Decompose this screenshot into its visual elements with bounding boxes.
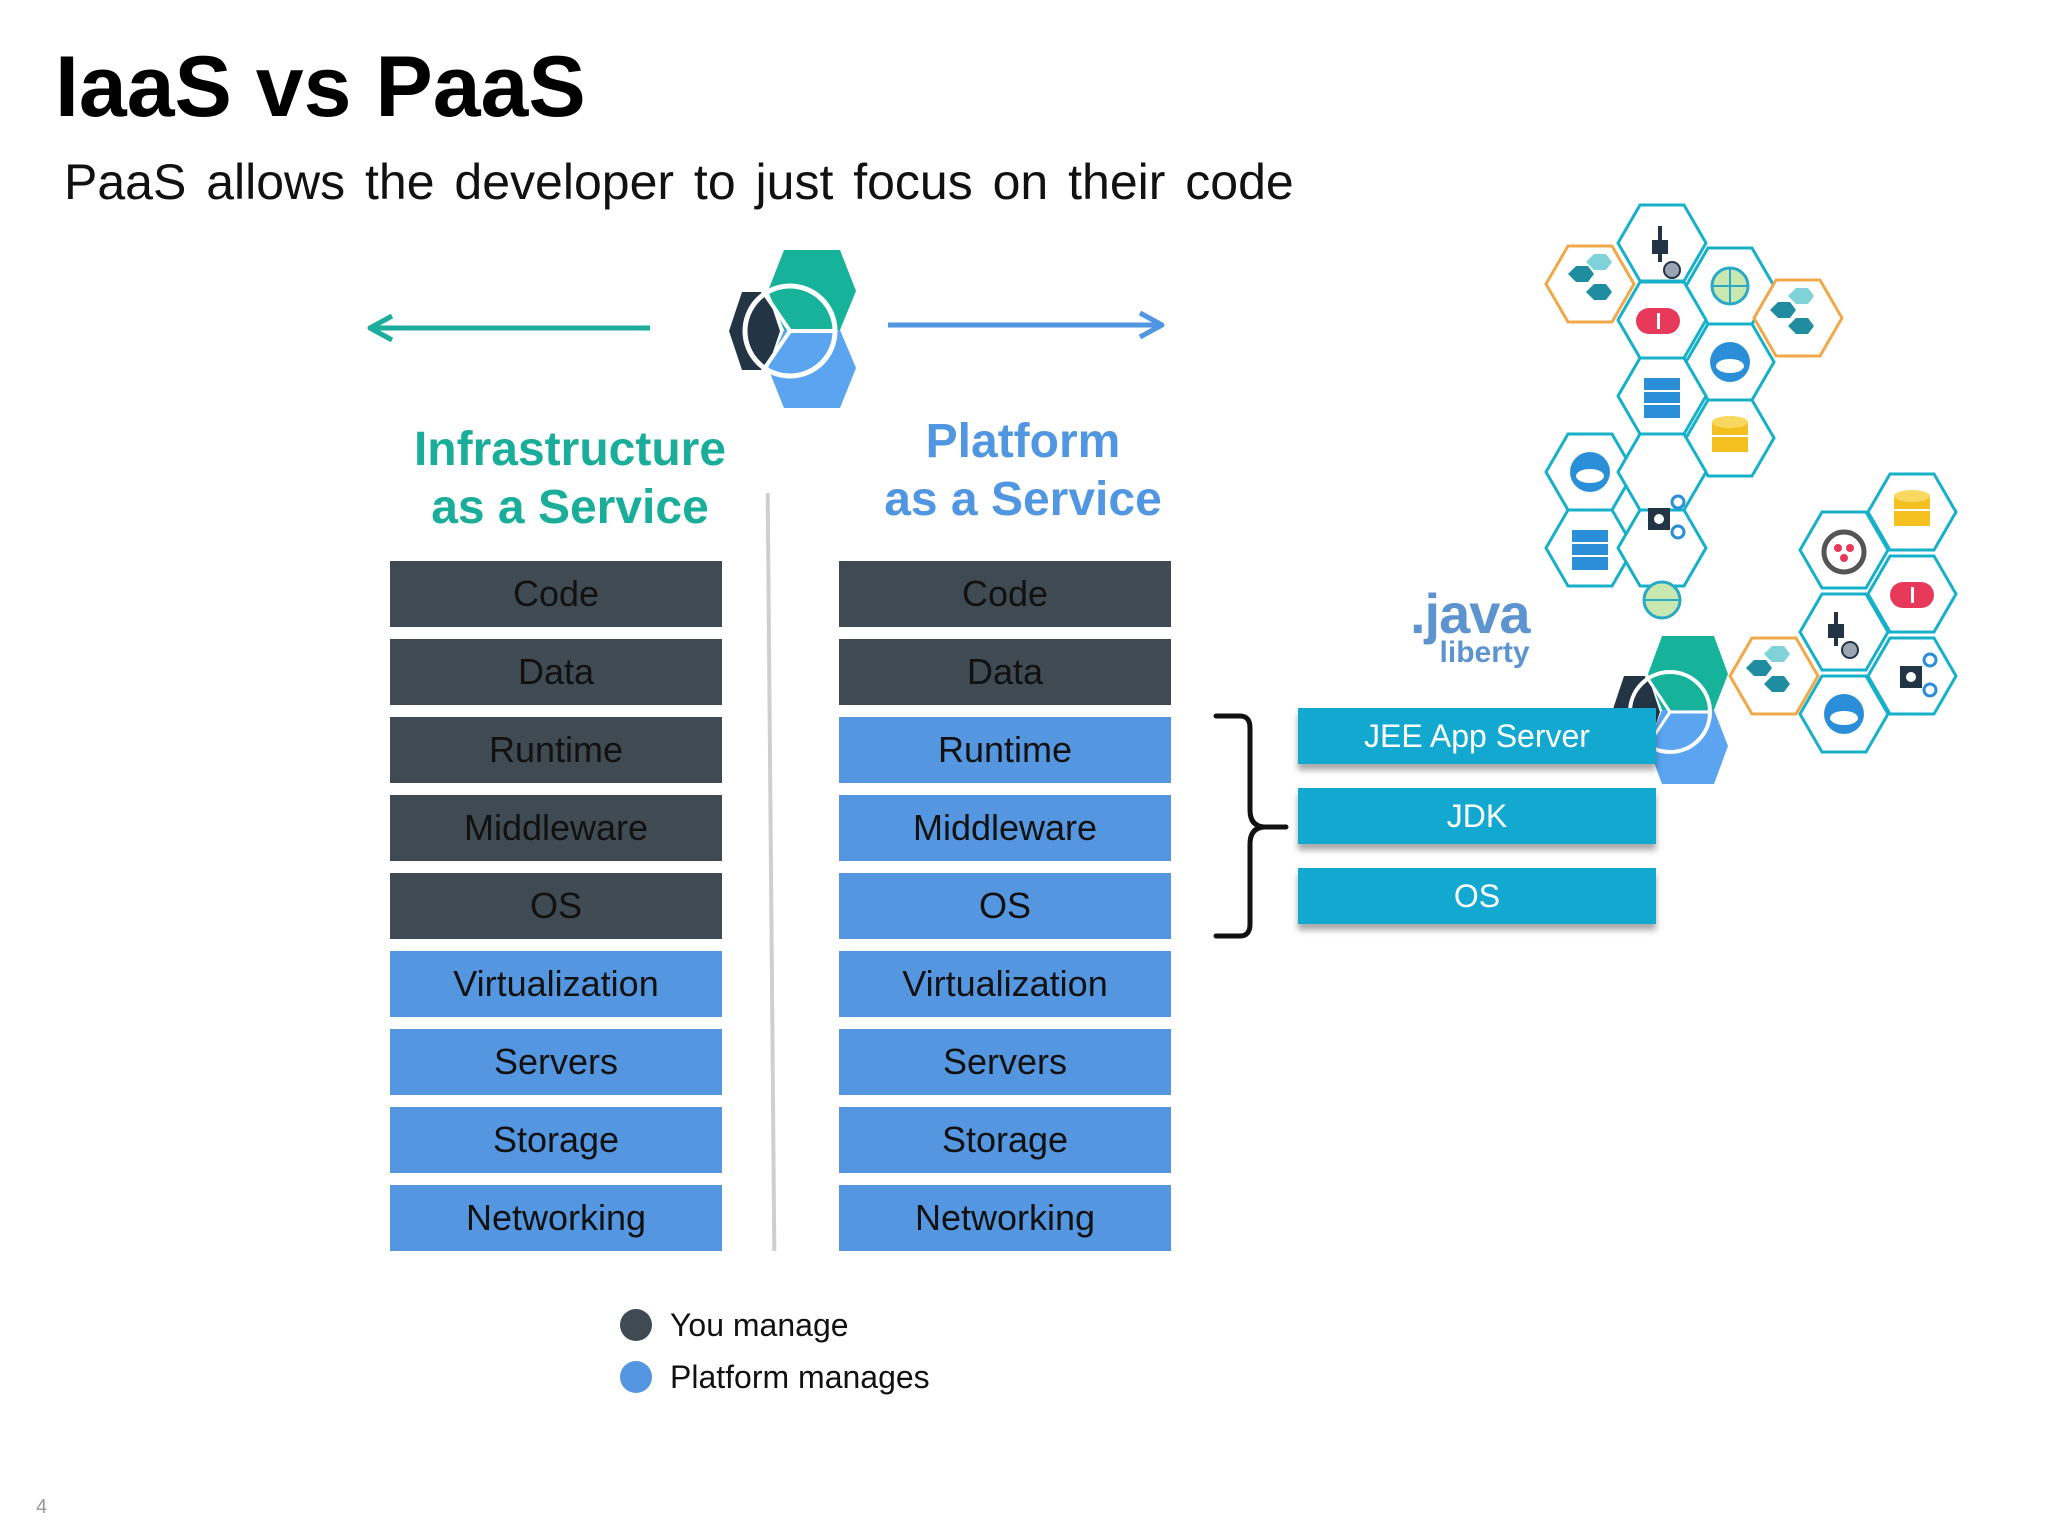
iaas-layer-os: OS (390, 873, 722, 939)
java-layer-jee-app-server: JEE App Server (1298, 708, 1656, 764)
paas-layer-networking: Networking (839, 1185, 1171, 1251)
message-badge-icon (1636, 308, 1680, 334)
page-number: 4 (36, 1496, 48, 1518)
paas-layer-middleware: Middleware (839, 795, 1171, 861)
curly-brace-icon (1213, 713, 1289, 939)
bluemix-hexagon-logo-icon (729, 250, 856, 408)
java-liberty-stack: JEE App Server JDK OS (1298, 708, 1656, 948)
cloud-icon (1710, 342, 1750, 382)
gear-chip-icon (1900, 652, 1938, 698)
legend-label-platform-manages: Platform manages (670, 1358, 930, 1395)
legend-item-you-manage: You manage (620, 1306, 930, 1343)
you-manage-dot-icon (620, 1309, 652, 1341)
globe-icon (1710, 266, 1750, 306)
database-icon (1712, 416, 1748, 452)
paas-layer-code: Code (839, 561, 1171, 627)
gear-chip-icon (1648, 494, 1686, 540)
dots-circle-icon (1821, 529, 1867, 575)
legend: You manage Platform manages (620, 1306, 930, 1412)
paas-layer-runtime: Runtime (839, 717, 1171, 783)
java-layer-os: OS (1298, 868, 1656, 924)
iaas-layer-servers: Servers (390, 1029, 722, 1095)
legend-item-platform-manages: Platform manages (620, 1358, 930, 1395)
slide-title: IaaS vs PaaS (55, 39, 586, 135)
iaas-heading: Infrastructure as a Service (385, 421, 755, 537)
iaas-heading-line1: Infrastructure (413, 423, 727, 476)
paas-layer-servers: Servers (839, 1029, 1171, 1095)
iaas-heading-line2: as a Service (431, 481, 709, 534)
java-logo-word: .java (1410, 582, 1531, 645)
database-icon (1894, 490, 1930, 526)
iaas-layer-virtualization: Virtualization (390, 951, 722, 1017)
slide-subtitle: PaaS allows the developer to just focus … (64, 154, 1294, 210)
paas-layer-storage: Storage (839, 1107, 1171, 1173)
cloud-icon (1824, 694, 1864, 734)
hexagon-cluster-icon (1770, 288, 1814, 334)
paas-heading-line2: as a Service (884, 473, 1162, 526)
legend-label-you-manage: You manage (670, 1306, 849, 1343)
server-rack-icon (1644, 378, 1680, 418)
paas-stack: Code Data Runtime Middleware OS Virtuali… (839, 561, 1171, 1263)
java-layer-jdk: JDK (1298, 788, 1656, 844)
platform-manages-dot-icon (620, 1361, 652, 1393)
paas-layer-data: Data (839, 639, 1171, 705)
globe-icon (1642, 580, 1682, 620)
liberty-logo-word: liberty (1439, 636, 1530, 669)
iaas-stack: Code Data Runtime Middleware OS Virtuali… (390, 561, 722, 1263)
hexagon-cluster-icon (1746, 646, 1790, 692)
message-badge-icon (1890, 582, 1934, 608)
iaas-layer-storage: Storage (390, 1107, 722, 1173)
plug-icon (1652, 226, 1681, 279)
cloud-icon (1570, 452, 1610, 492)
iaas-layer-data: Data (390, 639, 722, 705)
java-liberty-logo: .java liberty (1410, 582, 1531, 669)
hexagon-cluster-icon (1568, 254, 1612, 300)
service-glyphs (1568, 226, 1938, 734)
paas-heading: Platform as a Service (828, 413, 1218, 529)
server-rack-icon (1572, 530, 1608, 570)
paas-layer-os: OS (839, 873, 1171, 939)
paas-heading-line1: Platform (925, 415, 1121, 468)
hexagon-cluster-icon (1544, 203, 1958, 754)
right-arrow-icon (888, 310, 1165, 340)
iaas-layer-runtime: Runtime (390, 717, 722, 783)
left-arrow-icon (367, 313, 650, 343)
paas-layer-virtualization: Virtualization (839, 951, 1171, 1017)
iaas-layer-code: Code (390, 561, 722, 627)
plug-icon (1828, 612, 1859, 659)
iaas-layer-middleware: Middleware (390, 795, 722, 861)
iaas-layer-networking: Networking (390, 1185, 722, 1251)
